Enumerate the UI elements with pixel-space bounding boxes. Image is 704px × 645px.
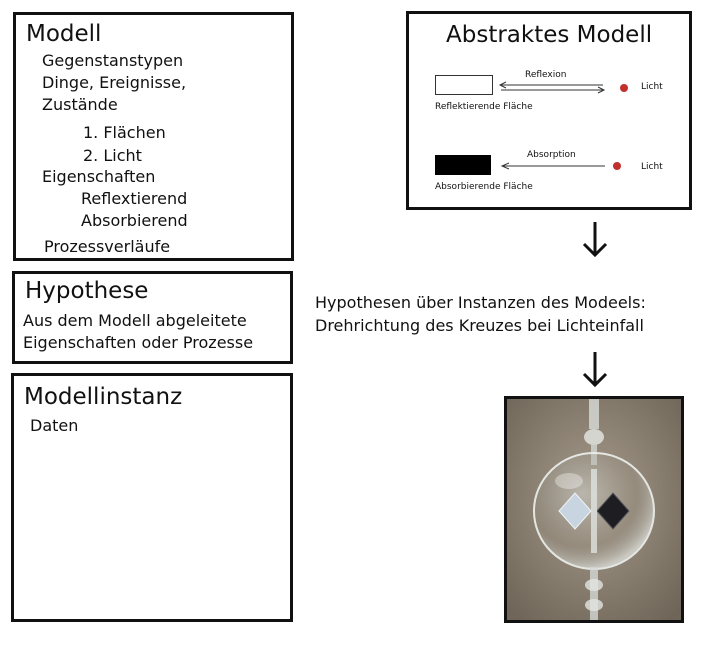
hypothese-line-1: Aus dem Modell abgeleitete xyxy=(23,311,247,330)
absorbing-surface xyxy=(435,155,491,175)
light-label-1: Licht xyxy=(641,82,663,92)
reflexion-label: Reflexion xyxy=(525,70,567,80)
down-arrow-1 xyxy=(582,222,608,258)
modellinstanz-line-data: Daten xyxy=(30,416,79,435)
hypothesis-text-line-2: Drehrichtung des Kreuzes bei Lichteinfal… xyxy=(315,316,644,335)
reflexion-arrows xyxy=(498,81,606,94)
light-source-dot-2 xyxy=(613,162,621,170)
absorption-arrow xyxy=(500,162,605,170)
modell-line-processes: Prozessverläufe xyxy=(44,237,171,256)
hypothesis-text-line-1: Hypothesen über Instanzen des Modeels: xyxy=(315,293,646,312)
radiometer-image xyxy=(507,399,681,620)
reflect-surface-label: Reflektierende Fläche xyxy=(435,102,533,112)
modell-line-surfaces: 1. Flächen xyxy=(83,123,166,142)
modellinstanz-title: Modellinstanz xyxy=(24,384,183,410)
modell-title: Modell xyxy=(26,21,102,47)
radiometer-photo xyxy=(504,396,684,623)
modell-line-absorbing: Absorbierend xyxy=(81,211,188,230)
reflecting-surface xyxy=(435,75,493,95)
down-arrow-2 xyxy=(582,352,608,388)
absorption-label: Absorption xyxy=(527,150,576,160)
modellinstanz-box: Modellinstanz Daten xyxy=(11,373,293,622)
light-source-dot-1 xyxy=(620,84,628,92)
hypothese-line-2: Eigenschaften oder Prozesse xyxy=(23,333,254,352)
modell-line-states: Zustände xyxy=(42,95,118,114)
hypothese-box: Hypothese Aus dem Modell abgeleitete Eig… xyxy=(12,271,293,364)
modell-line-types: Gegenstanstypen xyxy=(42,51,184,70)
modell-line-reflecting: Reflextierend xyxy=(81,189,188,208)
modell-line-light: 2. Licht xyxy=(83,146,142,165)
hypothese-title: Hypothese xyxy=(25,278,149,304)
modell-box: Modell Gegenstanstypen Dinge, Ereignisse… xyxy=(13,12,294,261)
light-label-2: Licht xyxy=(641,162,663,172)
abstraktes-modell-box: Abstraktes Modell Reflektierende Fläche … xyxy=(406,11,692,210)
absorb-surface-label: Absorbierende Fläche xyxy=(435,182,533,192)
abstraktes-modell-title: Abstraktes Modell xyxy=(446,22,653,48)
modell-line-things: Dinge, Ereignisse, xyxy=(42,73,187,92)
modell-line-properties: Eigenschaften xyxy=(42,167,156,186)
